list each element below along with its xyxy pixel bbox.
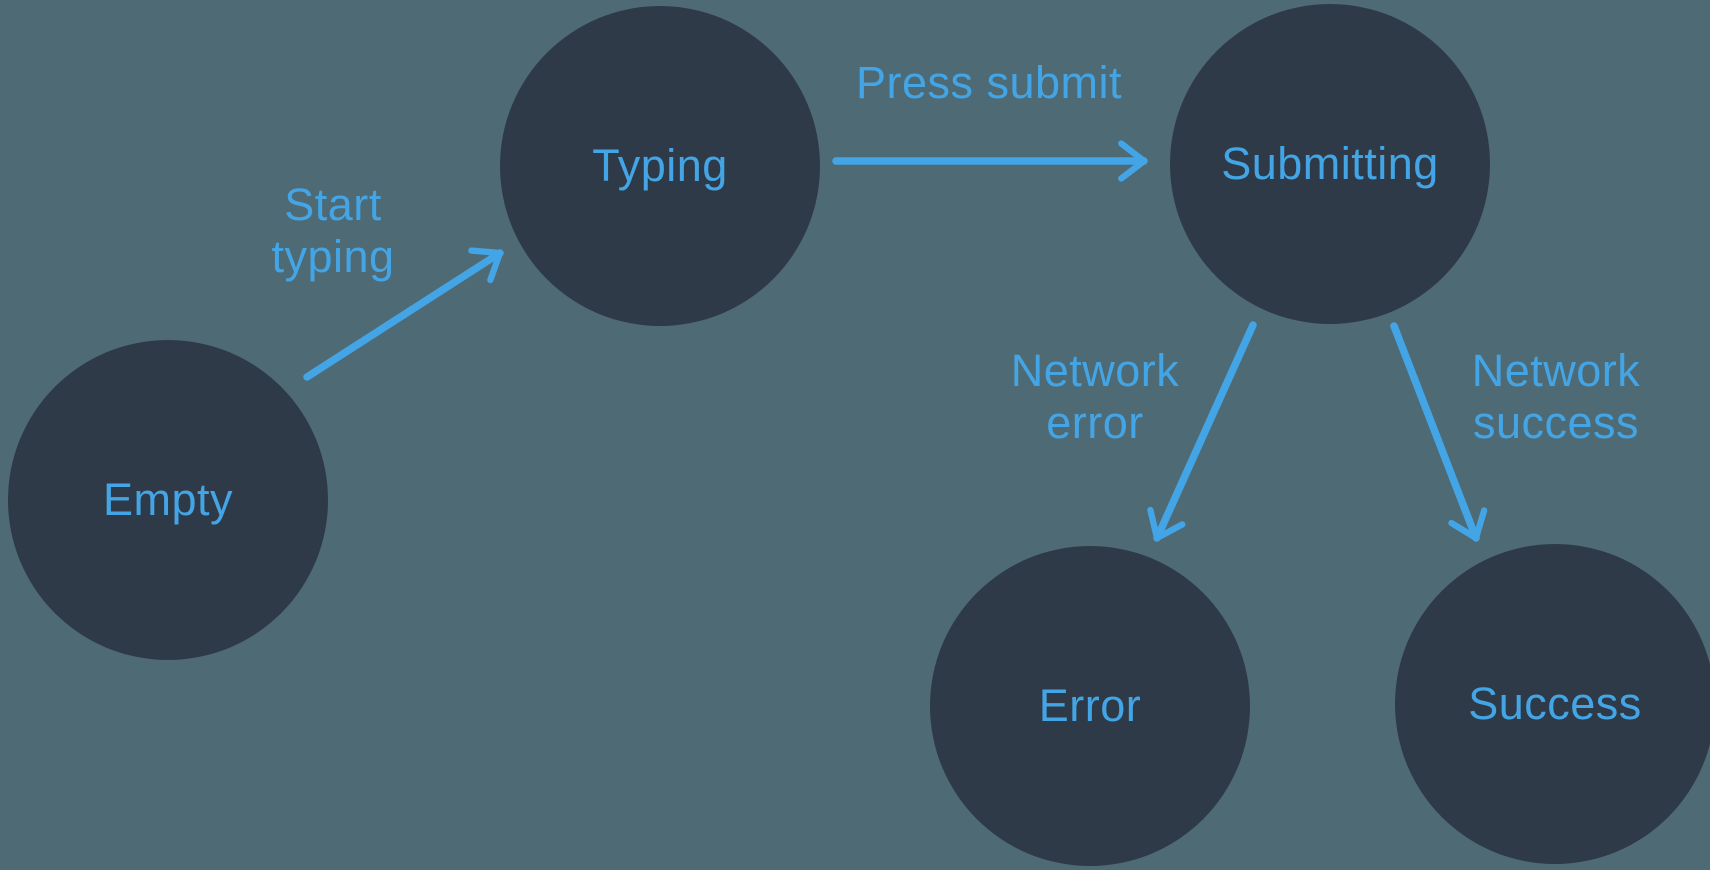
state-typing: Typing bbox=[500, 6, 820, 326]
transition-label-line: success bbox=[1472, 397, 1640, 448]
state-label-empty: Empty bbox=[102, 474, 234, 525]
transition-label-line: Press submit bbox=[855, 57, 1123, 108]
transition-label-line: Network bbox=[1471, 345, 1641, 396]
state-success: Success bbox=[1395, 544, 1710, 864]
state-label-error: Error bbox=[1038, 680, 1142, 731]
transition-label-network-error: Network error bbox=[1011, 345, 1180, 449]
transition-label-start-typing: Start typing bbox=[271, 179, 394, 283]
state-empty: Empty bbox=[8, 340, 328, 660]
arrow-submitting-to-success bbox=[1390, 322, 1488, 542]
state-label-typing: Typing bbox=[592, 140, 728, 191]
state-label-success: Success bbox=[1468, 678, 1642, 729]
transition-label-network-success: Network success bbox=[1472, 345, 1641, 449]
transition-label-line: typing bbox=[271, 231, 395, 282]
state-error: Error bbox=[930, 546, 1250, 866]
transition-label-line: error bbox=[1046, 397, 1144, 448]
state-submitting: Submitting bbox=[1170, 4, 1490, 324]
transition-label-line: Start bbox=[284, 179, 382, 230]
transition-label-line: Network bbox=[1010, 345, 1180, 396]
state-label-submitting: Submitting bbox=[1221, 138, 1439, 189]
transition-label-press-submit: Press submit bbox=[856, 57, 1122, 109]
